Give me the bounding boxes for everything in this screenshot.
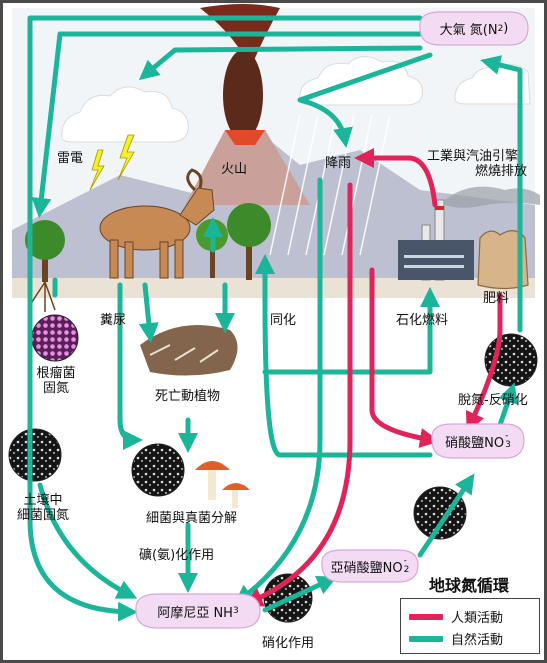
volcano-label: 火山: [221, 162, 248, 177]
fertilizer-sack-icon: [477, 230, 529, 290]
manure-label: 糞尿: [100, 313, 127, 328]
legend-natural-swatch: [409, 635, 443, 642]
dead-organisms-icon: [140, 325, 238, 376]
denitrification-label: 脫氮-反硝化: [458, 393, 528, 408]
legend-natural: 自然活動: [409, 629, 503, 648]
nitrite-bubble: [321, 549, 419, 583]
human-arrows: [242, 148, 503, 607]
nitrate-label: 硝酸鹽NO-3: [445, 431, 511, 451]
bacteria-icon: [131, 443, 185, 497]
soil-fixation-label: 土壤中 細菌固氮: [8, 493, 78, 524]
lightning-icon: [89, 134, 135, 191]
legend-natural-label: 自然活動: [451, 633, 504, 648]
industry-line-1: 工業與汽油引擎: [426, 149, 518, 164]
soil-surface: [12, 278, 535, 300]
nodule-line-2: 固氮: [42, 380, 69, 396]
dead-organisms-label: 死亡動植物: [155, 389, 221, 404]
industry-line-2: 燃燒排放: [474, 163, 527, 179]
assimilation-label: 同化: [270, 313, 297, 328]
factory-icon: [398, 186, 540, 281]
ammonia-bubble: [135, 593, 261, 629]
mushroom-icon: [195, 461, 250, 508]
decomposition-label: 細菌與真菌分解: [146, 511, 238, 526]
soil-fixation-line-2: 細菌固氮: [16, 507, 69, 523]
industry-emission-label: 工業與汽油引擎 燃燒排放: [410, 149, 535, 180]
legend: 人類活動 自然活動: [400, 598, 540, 654]
soil-fixation-line-1: 土壤中: [23, 493, 63, 508]
atmosphere-bubble: [419, 11, 529, 46]
tree-icon: [25, 220, 65, 282]
nodule-fixation-label: 根瘤菌 固氮: [28, 366, 84, 397]
fertilizer-label: 肥料: [483, 291, 510, 306]
bacteria-icon: [8, 428, 62, 482]
fossil-fuel-label: 石化燃料: [396, 313, 449, 328]
nitrification-label: 硝化作用: [262, 636, 315, 651]
nodule-line-1: 根瘤菌: [36, 366, 76, 381]
legend-human-label: 人類活動: [451, 611, 504, 626]
legend-human: 人類活動: [409, 607, 503, 626]
rain-label: 降雨: [325, 156, 352, 171]
lightning-label: 雷電: [57, 151, 84, 166]
nitrate-bubble: [431, 423, 525, 459]
cloud-icon: [61, 86, 189, 143]
bacteria-icon: [31, 314, 79, 362]
mineralization-label: 礦(氨)化作用: [139, 548, 215, 563]
natural-arrows: [27, 15, 523, 622]
bacteria-icon: [413, 486, 467, 540]
legend-human-swatch: [409, 613, 443, 620]
diagram-title: 地球氮循環: [429, 576, 510, 595]
nitrite-label: 亞硝酸鹽NO-2: [330, 556, 410, 576]
goat-icon: [99, 168, 215, 279]
